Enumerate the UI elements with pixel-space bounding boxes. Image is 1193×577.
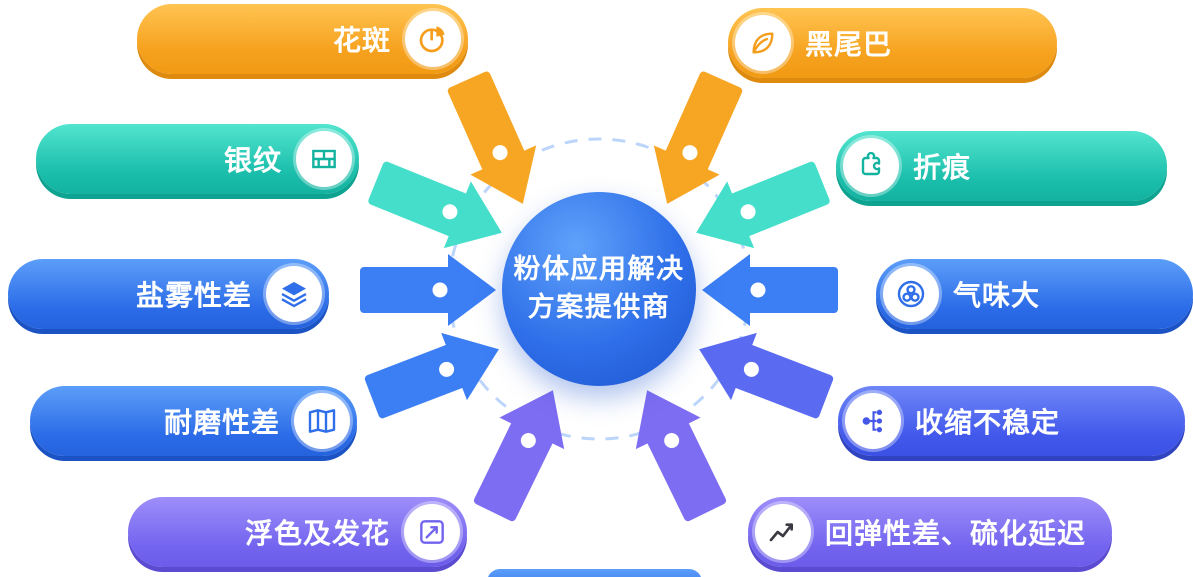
arrow-from-heiweiba [653,71,743,204]
pill-label: 收缩不稳定 [915,407,1061,438]
pill-label: 耐磨性差 [163,407,280,438]
map-icon [294,393,350,449]
pill-shousuo: 收缩不稳定 [838,386,1185,456]
cutoff-pill [487,569,702,577]
pill-yanwu: 盐雾性差 [8,259,329,329]
arrow-from-yanwu [360,254,496,326]
pill-huaban: 花斑 [137,4,468,74]
center-title-line2: 方案提供商 [527,292,671,322]
leaf-icon [735,15,791,71]
arrow-from-fuse [473,390,565,522]
arrow-dot [439,361,455,377]
pill-label: 盐雾性差 [135,280,252,311]
arrow-dot [740,204,756,220]
pill-label: 气味大 [953,280,1041,311]
center-node: 粉体应用解决 方案提供商 [502,192,696,386]
brick-wall-icon [296,131,352,187]
pill-qiwei: 气味大 [876,259,1193,329]
arrow-from-zhehen [696,161,830,249]
arrow-dot [682,145,698,161]
arrow-dot [520,433,536,449]
pill-label: 花斑 [332,25,391,56]
pill-label: 黑尾巴 [805,29,893,60]
arrow-dot [492,145,508,161]
pill-label: 回弹性差、硫化延迟 [825,518,1087,549]
arrow-from-huaban [447,71,537,204]
pill-fuse: 浮色及发花 [128,497,467,567]
arrow-from-huitan [635,390,727,522]
arrow-dot [442,204,458,220]
puzzle-icon [843,138,899,194]
bubbles-icon [883,266,939,322]
pill-label: 折痕 [913,152,972,183]
arrow-dot [432,282,448,298]
branch-icon [845,393,901,449]
pill-naimo: 耐磨性差 [30,386,357,456]
center-title-line1: 粉体应用解决 [513,254,685,285]
arrow-dot [664,433,680,449]
layers-icon [266,266,322,322]
arrow-dot [750,282,766,298]
trend-box-icon [404,504,460,560]
arrow-from-yinwen [368,161,502,249]
pill-label: 银纹 [223,145,282,176]
pill-huitan: 回弹性差、硫化延迟 [748,497,1112,567]
arrow-from-qiwei [702,254,838,326]
pill-heiweiba: 黑尾巴 [728,8,1057,78]
pill-label: 浮色及发花 [244,518,390,549]
line-chart-icon [755,504,811,560]
pill-yinwen: 银纹 [36,124,359,194]
arrow-from-shousuo [699,332,834,419]
pie-chart-icon [405,11,461,67]
pill-zhehen: 折痕 [836,131,1167,201]
arrow-dot [743,361,759,377]
arrow-from-naimo [364,332,499,419]
